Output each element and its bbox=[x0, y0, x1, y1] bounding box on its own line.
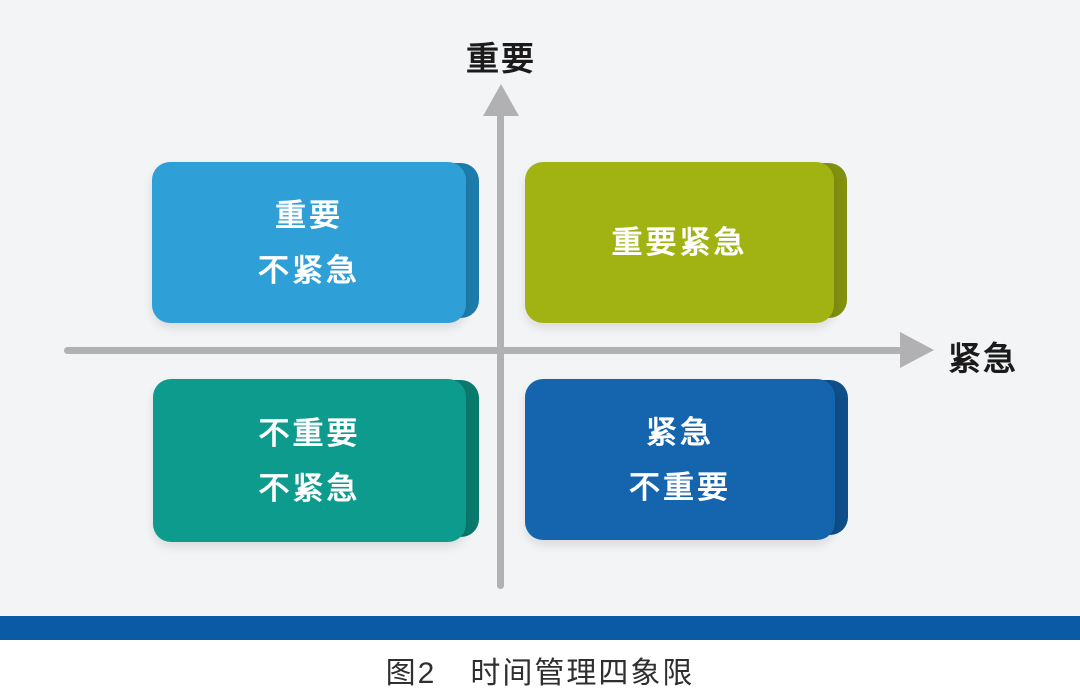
quadrant-label-line: 不重要 bbox=[258, 415, 361, 451]
quadrant-label-line: 不紧急 bbox=[258, 252, 360, 288]
figure-caption: 图2 时间管理四象限 bbox=[386, 648, 695, 692]
y-axis-label: 重要 bbox=[466, 40, 536, 77]
figure-number: 图2 bbox=[385, 656, 437, 690]
right-arrow-icon bbox=[900, 332, 934, 368]
bottom-divider-bar bbox=[0, 616, 1080, 640]
x-axis-label: 紧急 bbox=[948, 340, 1018, 377]
quadrant-important-urgent: 重要紧急 bbox=[525, 162, 847, 323]
up-arrow-icon bbox=[483, 84, 519, 116]
card-face: 不重要 不紧急 bbox=[153, 379, 466, 542]
card-face: 重要紧急 bbox=[525, 162, 834, 323]
quadrant-urgent-not-important: 紧急 不重要 bbox=[525, 379, 848, 540]
quadrant-label-line: 不紧急 bbox=[258, 470, 361, 506]
figure-title: 时间管理四象限 bbox=[470, 656, 695, 690]
quadrant-label-line: 紧急 bbox=[646, 414, 714, 450]
card-face: 紧急 不重要 bbox=[525, 379, 835, 540]
caption-area: 图2 时间管理四象限 bbox=[0, 640, 1080, 699]
horizontal-axis-line bbox=[64, 347, 902, 354]
quadrant-label-line: 重要紧急 bbox=[611, 225, 748, 260]
quadrant-label-line: 不重要 bbox=[629, 469, 731, 505]
quadrant-not-important-not-urgent: 不重要 不紧急 bbox=[153, 379, 479, 542]
quadrant-label-line: 重要 bbox=[275, 197, 343, 233]
card-face: 重要 不紧急 bbox=[152, 162, 466, 323]
quadrant-important-not-urgent: 重要 不紧急 bbox=[152, 162, 479, 323]
